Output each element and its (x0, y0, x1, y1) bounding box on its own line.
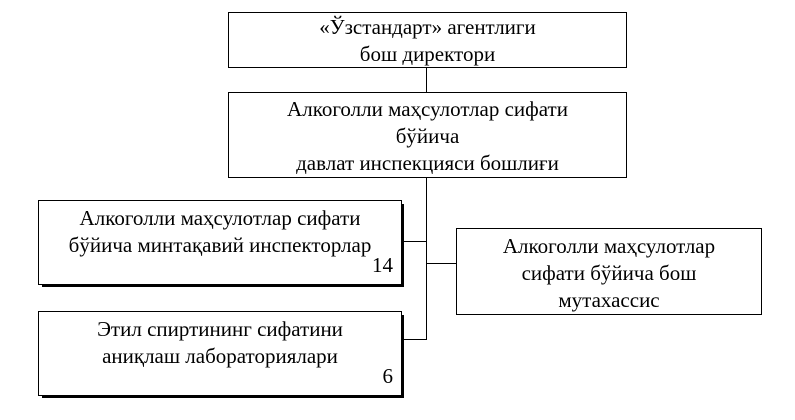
regional-inspectors-count: 14 (372, 253, 393, 277)
connector-to-regional (402, 241, 427, 243)
inspection-head-line1: Алкоголли маҳсулотлар сифати (287, 97, 568, 121)
regional-inspectors-line1: Алкоголли маҳсулотлар сифати (79, 206, 361, 230)
chief-specialist-line2: сифати бўйича бош (521, 261, 697, 285)
regional-inspectors-line2: бўйича минтақавий инспекторлар (68, 233, 372, 257)
inspection-head-box: Алкоголли маҳсулотлар сифати бўйича давл… (228, 92, 627, 178)
director-title-line1: «Ўзстандарт» агентлиги (319, 15, 536, 39)
regional-inspectors-box: Алкоголли маҳсулотлар сифати бўйича минт… (38, 200, 402, 285)
inspection-head-line2: бўйича (395, 124, 460, 148)
laboratories-count: 6 (382, 364, 394, 388)
regional-inspectors-shadow-right (401, 204, 404, 287)
director-box: «Ўзстандарт» агентлиги бош директори (228, 12, 627, 68)
connector-to-laboratories (402, 339, 427, 341)
laboratories-shadow-bottom (42, 395, 404, 398)
inspection-head-line3: давлат инспекцияси бошлиғи (296, 151, 559, 175)
laboratories-line2: аниқлаш лабораториялари (102, 344, 338, 368)
connector-main-vertical (426, 178, 428, 340)
connector-director-to-head (426, 68, 428, 92)
laboratories-line1: Этил спиртининг сифатини (97, 317, 343, 341)
chief-specialist-line1: Алкоголли маҳсулотлар (502, 234, 716, 258)
chief-specialist-box: Алкоголли маҳсулотлар сифати бўйича бош … (456, 228, 762, 315)
laboratories-shadow-right (401, 315, 404, 398)
chief-specialist-line3: мутахассис (558, 288, 660, 312)
connector-to-specialist (426, 263, 456, 265)
director-title-line2: бош директори (359, 42, 496, 66)
regional-inspectors-shadow-bottom (42, 284, 404, 287)
laboratories-box: Этил спиртининг сифатини аниқлаш лаборат… (38, 311, 402, 396)
